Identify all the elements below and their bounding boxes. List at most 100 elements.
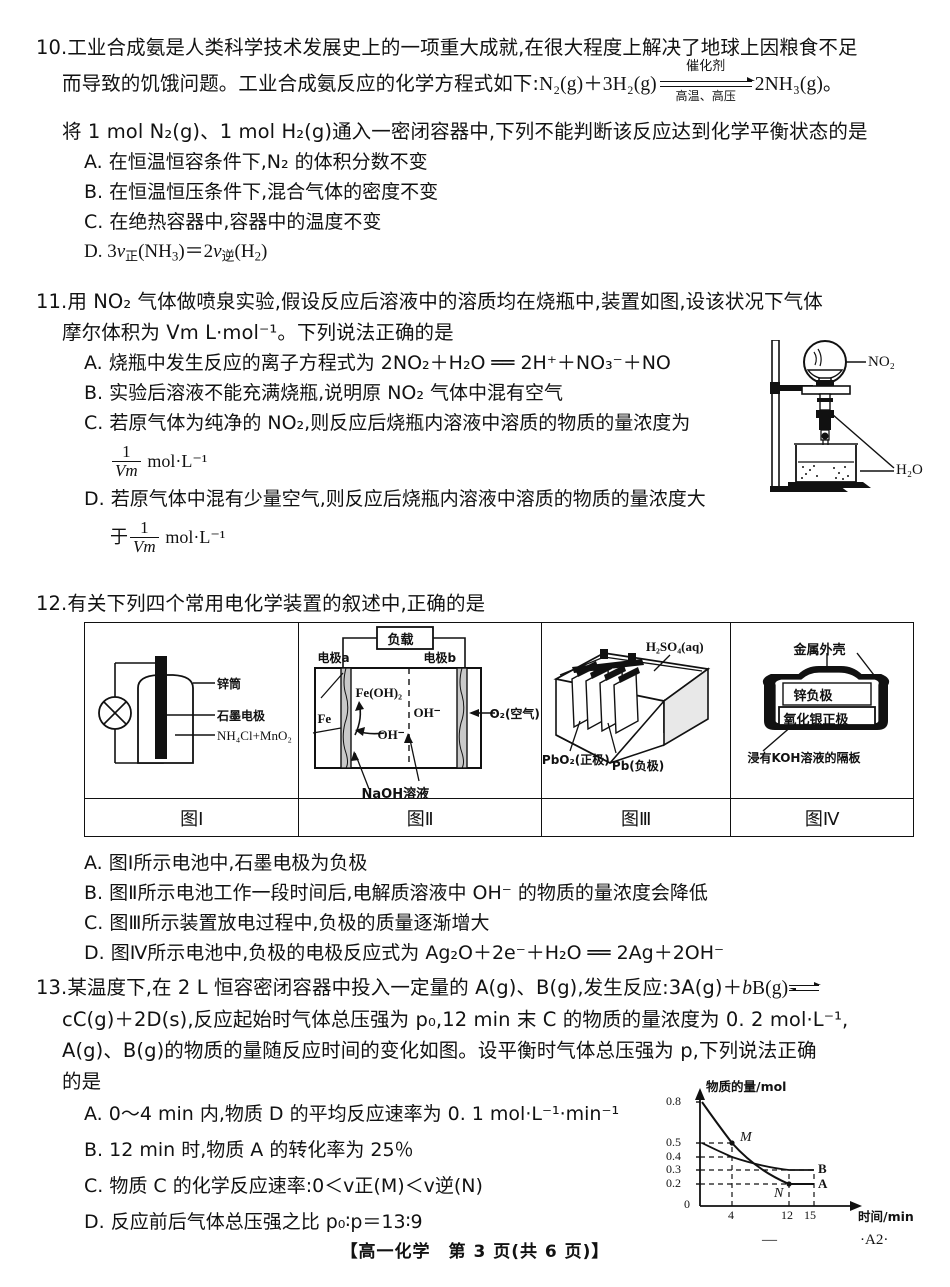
page-footer-text: 【高一化学 第 3 页(共 6 页)】 [340,1242,610,1262]
page-code-text: ·A2· [860,1232,889,1248]
q10-d-suffix: ) [261,241,268,262]
label-pb-negative-text: Pb(负极) [611,759,665,773]
ytick-0-4-text: 0.4 [666,1149,681,1163]
x-axis-label-text: 时间/min [858,1209,914,1224]
q11-option-d-text: D. 若原气体中混有少量空气,则反应后烧瓶内溶液中溶质的物质的量浓度大 [84,488,706,510]
q12-number: 12. [36,592,68,615]
q11-number: 11. [36,290,68,313]
label-o2-air-text: O₂(空气) [489,707,540,721]
question-11: 11.用 NO₂ 气体做喷泉实验,假设反应后溶液中的溶质均在烧瓶中,装置如图,设… [36,286,920,560]
x-axis-label: 时间/min [858,1206,914,1225]
q10-option-d: D. 3v正(NH3)＝2v逆(H2) [36,237,920,273]
fraction-one-over-vm-2: 1 Vm [130,519,159,556]
fountain-experiment-apparatus: NO₂ H₂O [768,339,928,495]
label-metal-shell: 金属外壳 [793,639,845,658]
lead-acid-battery-diagram [553,649,711,764]
label-no2-text: NO₂ [868,354,895,370]
q11-d-prefix: 于 [110,527,128,548]
q10-d-sub-reverse: 逆 [221,249,235,265]
q11-option-b-text: B. 实验后溶液不能充满烧瓶,说明原 NO₂ 气体中混有空气 [84,382,564,404]
q13-number: 13. [36,976,68,999]
label-metal-shell-text: 金属外壳 [793,643,846,658]
q11-stem-text-1: 用 NO₂ 气体做喷泉实验,假设反应后溶液中的溶质均在烧瓶中,装置如图,设该状况… [67,290,823,313]
fraction-denominator: Vm [112,461,141,480]
annotation-n: N [774,1186,783,1202]
q10-d-sub-h2: 2 [254,248,262,264]
figure-4-cell: 金属外壳 锌负极 氧化银正极 浸有KOH溶液的隔板 [731,623,913,798]
q11-option-d: D. 若原气体中混有少量空气,则反应后烧瓶内溶液中溶质的物质的量浓度大 [36,484,784,514]
caption-figure-1: 图Ⅰ [85,799,300,837]
q13-stem-text-1: 某温度下,在 2 L 恒容密闭容器中投入一定量的 A(g)、B(g),发生反应:… [67,976,743,999]
xtick-12: 12 [781,1208,793,1223]
q13-option-c: C. 物质 C 的化学反应速率:0＜v正(M)＜v逆(N) [36,1171,920,1201]
q12-option-c: C. 图Ⅲ所示装置放电过程中,负极的质量逐渐增大 [36,908,920,938]
label-graphite-electrode-text: 石墨电极 [217,709,266,723]
q13-stem-text-2: cC(g)＋2D(s),反应起始时气体总压强为 p₀,12 min 末 C 的物… [62,1008,849,1031]
fraction-numerator-2: 1 [140,518,149,538]
label-load-text: 负载 [387,633,414,648]
question-12-options: A. 图Ⅰ所示电池中,石墨电极为负极 B. 图Ⅱ所示电池工作一段时间后,电解质溶… [36,848,920,968]
catalyst-label: 催化剂 [686,58,726,74]
q12-option-b: B. 图Ⅱ所示电池工作一段时间后,电解质溶液中 OH⁻ 的物质的量浓度会降低 [36,878,920,908]
q10-option-b: B. 在恒温恒压条件下,混合气体的密度不变 [36,177,920,207]
caption-figure-3: 图Ⅲ [542,799,732,837]
series-label-b-text: B [818,1161,827,1176]
q11-option-a: A. 烧瓶中发生反应的离子方程式为 2NO₂＋H₂O ══ 2H⁺＋NO₃⁻＋N… [36,348,784,378]
label-naoh-solution-text: NaOH溶液 [361,787,430,798]
series-label-a-text: A [818,1176,828,1191]
q10-d-prefix: D. 3 [84,241,117,262]
question-13: 13.某温度下,在 2 L 恒容密闭容器中投入一定量的 A(g)、B(g),发生… [36,972,920,1237]
q10-option-a-text: A. 在恒温恒容条件下,N₂ 的体积分数不变 [84,151,428,173]
label-no2: NO₂ [868,354,895,371]
annotation-m: M [740,1130,752,1146]
ytick-0-4: 0.4 [666,1149,681,1164]
q13-stem-line-4: 的是 [36,1066,920,1097]
silver-oxide-button-cell-diagram [762,652,890,752]
q12-option-a: A. 图Ⅰ所示电池中,石墨电极为负极 [36,848,920,878]
q11-option-c-formula: 1 Vm mol·L⁻¹ [36,438,920,484]
caption-figure-1-text: 图Ⅰ [180,809,204,830]
label-fe-text: Fe [317,711,332,726]
chart-svg [695,1088,862,1211]
zinc-carbon-battery-diagram [98,656,215,764]
ytick-0-text: 0 [684,1197,690,1211]
label-h2o: H₂O [896,462,923,479]
caption-figure-2-text: 图Ⅱ [406,809,434,830]
q13-stem-line-3: A(g)、B(g)的物质的量随反应时间的变化如图。设平衡时气体总压强为 p,下列… [36,1035,920,1066]
label-h2so4-text: H₂SO₄(aq) [645,639,704,654]
ytick-0-2: 0.2 [666,1176,681,1191]
xtick-15-text: 15 [804,1208,816,1222]
equilibrium-arrow-icon [789,981,822,996]
fraction-one-over-vm: 1 Vm [112,443,141,480]
q10-d-sub-forward: 正 [125,249,139,265]
q12-option-d: D. 图Ⅳ所示电池中,负极的电极反应式为 Ag₂O＋2e⁻＋H₂O ══ 2Ag… [36,938,920,968]
q10-d-v-forward: v [116,241,126,262]
label-electrode-b: 电极b [423,649,456,666]
question-12: 12.有关下列四个常用电化学装置的叙述中,正确的是 [36,588,920,619]
q13-option-a: A. 0～4 min 内,物质 D 的平均反应速率为 0. 1 mol·L⁻¹·… [36,1099,920,1129]
xtick-4-text: 4 [728,1208,734,1222]
label-pbo2-positive: PbO₂(正极) [542,751,610,768]
xtick-12-text: 12 [781,1208,793,1222]
label-zinc-can-text: 锌筒 [217,677,242,691]
label-nh4cl-mno2: NH₄Cl+MnO₂ [217,728,292,744]
series-label-b: B [818,1161,827,1177]
label-electrode-b-text: 电极b [423,651,457,665]
q13-stem-line-1: 13.某温度下,在 2 L 恒容密闭容器中投入一定量的 A(g)、B(g),发生… [36,972,920,1004]
footer-dash: — [762,1232,777,1249]
q13-option-d: D. 反应前后气体总压强之比 p₀∶p＝13∶9 [36,1207,920,1237]
q10-d-mid2: )＝2 [178,241,214,262]
footer-dash-text: — [762,1232,777,1248]
label-o2-air: O₂(空气) [489,705,539,722]
electrochemical-devices-table: 锌筒 石墨电极 NH₄Cl+MnO₂ [84,622,914,837]
q10-stem-line-2: 而导致的饥饿问题。工业合成氨反应的化学方程式如下:N₂(g)＋3H₂(g)催化剂… [36,58,920,106]
figure-2-cell: 负载 电极a 电极b Fe Fe(OH)₂ OH⁻ OH⁻ O₂(空气) NaO… [299,623,542,798]
q13-stem-text-3: A(g)、B(g)的物质的量随反应时间的变化如图。设平衡时气体总压强为 p,下列… [62,1039,817,1062]
page-footer: 【高一化学 第 3 页(共 6 页)】 [0,1237,950,1262]
label-silver-oxide-positive: 氧化银正极 [783,709,848,728]
q10-stem-line-1: 10.工业合成氨是人类科学技术发展史上的一项重大成就,在很大程度上解决了地球上因… [36,32,920,63]
ytick-0-5-text: 0.5 [666,1135,681,1149]
label-graphite-electrode: 石墨电极 [217,707,265,724]
q11-d-unit: mol·L⁻¹ [165,527,226,547]
label-zinc-negative: 锌负极 [793,685,832,704]
